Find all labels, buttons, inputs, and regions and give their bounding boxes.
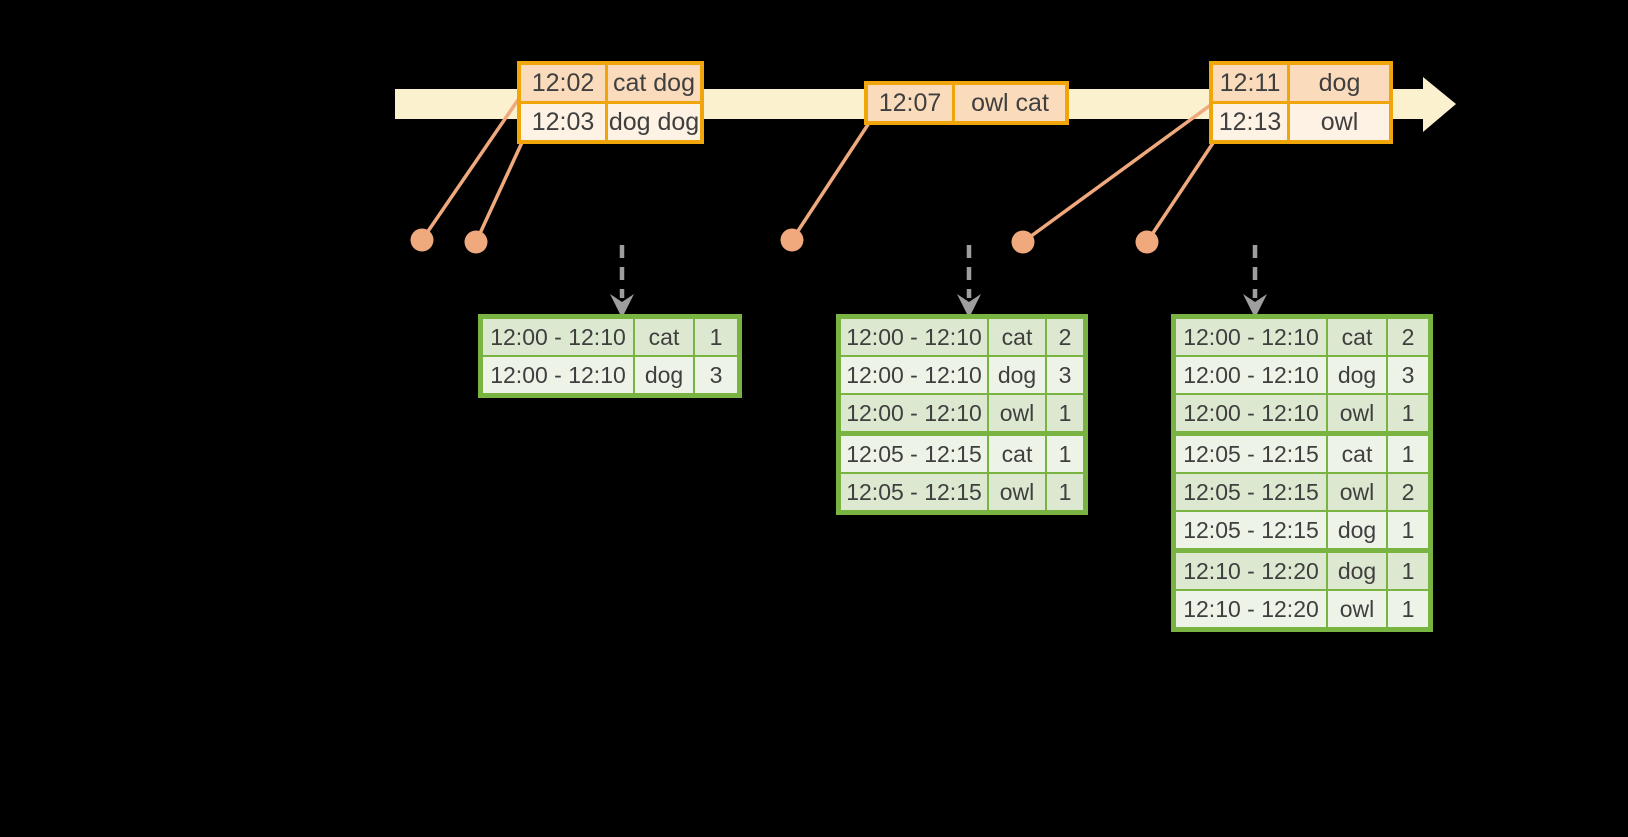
result-word: cat (1326, 436, 1386, 472)
event-words: cat dog (605, 65, 700, 101)
result-window: 12:10 - 12:20 (1183, 557, 1319, 584)
result-window: 12:00 - 12:10 (490, 323, 626, 350)
result-word: dog (633, 357, 693, 393)
event-row: 12:02 cat dog (521, 65, 700, 101)
result-word: cat (987, 319, 1045, 355)
result-window: 12:00 - 12:10 (1183, 361, 1319, 388)
result-word: owl (987, 395, 1045, 431)
result-word: cat (633, 319, 693, 355)
result-count: 2 (1386, 319, 1428, 355)
trigger-arrow-icon (1243, 245, 1267, 318)
event-words: owl cat (952, 85, 1065, 121)
result-word: dog (1326, 553, 1386, 589)
trigger-arrow-icon (957, 245, 981, 318)
result-window: 12:05 - 12:15 (1183, 516, 1319, 543)
result-window: 12:00 - 12:10 (1183, 323, 1319, 350)
result-count: 1 (1386, 553, 1428, 589)
result-window: 12:00 - 12:10 (846, 399, 982, 426)
event-time: 12:02 (531, 68, 595, 97)
result-count: 1 (693, 319, 737, 355)
result-count: 1 (1386, 512, 1428, 548)
result-word: cat (1326, 319, 1386, 355)
event-time: 12:13 (1218, 107, 1282, 136)
result-word: owl (1326, 591, 1386, 627)
event-connector-line (420, 96, 522, 241)
result-window: 12:10 - 12:20 (1183, 595, 1319, 622)
result-word: cat (987, 436, 1045, 472)
timeline-arrowhead-icon (1423, 77, 1456, 132)
event-connector-line (474, 137, 526, 243)
result-word: dog (1326, 512, 1386, 548)
result-window: 12:00 - 12:10 (490, 361, 626, 388)
event-dot-icon (410, 228, 434, 252)
result-window: 12:05 - 12:15 (1183, 440, 1319, 467)
result-window: 12:00 - 12:10 (1183, 399, 1319, 426)
result-word: owl (1326, 474, 1386, 510)
result-count: 1 (1045, 395, 1083, 431)
result-window: 12:00 - 12:10 (846, 323, 982, 350)
event-connector-line (790, 122, 871, 241)
result-count: 1 (1386, 395, 1428, 431)
result-count: 1 (1045, 474, 1083, 510)
event-table-2: 12:07 owl cat (864, 81, 1069, 125)
result-window: 12:05 - 12:15 (846, 440, 982, 467)
event-time: 12:11 (1219, 68, 1281, 97)
event-dot-icon (1135, 230, 1159, 254)
event-row: 12:07 owl cat (868, 85, 1065, 121)
trigger-arrow-icon (610, 245, 634, 318)
result-word: dog (987, 357, 1045, 393)
result-count: 3 (1386, 357, 1428, 393)
event-connector-line (1021, 102, 1214, 244)
result-count: 2 (1045, 319, 1083, 355)
event-time: 12:03 (531, 107, 595, 136)
result-word: owl (1326, 395, 1386, 431)
result-window: 12:05 - 12:15 (1183, 478, 1319, 505)
result-word: dog (1326, 357, 1386, 393)
result-window: 12:00 - 12:10 (846, 361, 982, 388)
event-dot-icon (1011, 230, 1035, 254)
event-connector-line (1145, 139, 1217, 243)
result-count: 1 (1386, 591, 1428, 627)
event-dot-icon (464, 230, 488, 254)
event-words: dog (1287, 65, 1389, 101)
event-words: dog dog (605, 104, 700, 140)
result-count: 1 (1045, 436, 1083, 472)
result-count: 3 (693, 357, 737, 393)
event-row: 12:03 dog dog (521, 101, 700, 140)
result-word: owl (987, 474, 1045, 510)
event-time: 12:07 (878, 88, 942, 117)
result-count: 1 (1386, 436, 1428, 472)
event-dot-icon (780, 228, 804, 252)
event-words: owl (1287, 104, 1389, 140)
result-window: 12:05 - 12:15 (846, 478, 982, 505)
result-count: 3 (1045, 357, 1083, 393)
event-table-1: 12:02 cat dog 12:03 dog dog (517, 61, 704, 144)
result-count: 2 (1386, 474, 1428, 510)
